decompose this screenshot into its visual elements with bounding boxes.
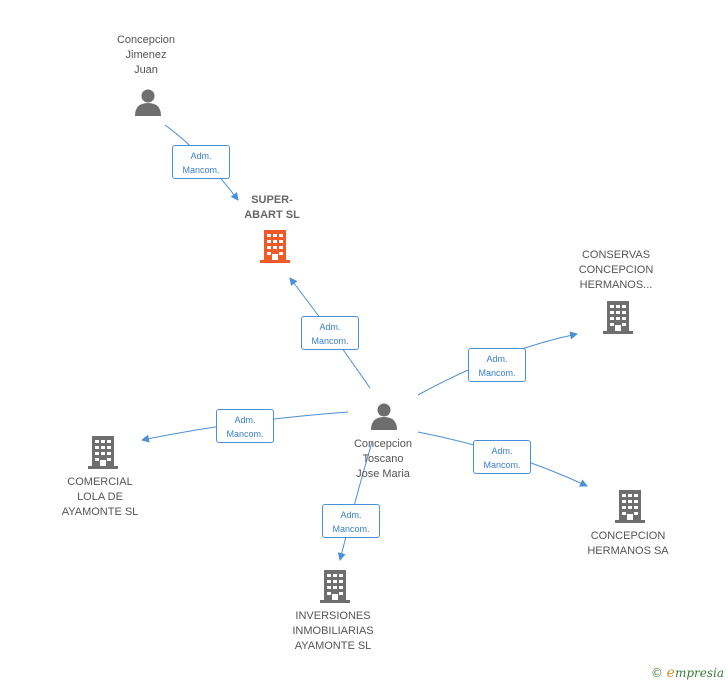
- edge-line-toscano-inversiones: [337, 441, 373, 561]
- edge-label-line2: Mancom.: [311, 336, 349, 346]
- edge-label-box[interactable]: Adm. Mancom.: [172, 145, 230, 179]
- building-icon-main[interactable]: [259, 228, 291, 264]
- edge-label-line2: Mancom.: [332, 524, 370, 534]
- building-icon[interactable]: [614, 488, 646, 524]
- building-icon[interactable]: [602, 299, 634, 335]
- node-label-inversiones[interactable]: INVERSIONES INMOBILIARIAS AYAMONTE SL: [292, 610, 374, 652]
- copyright-icon: ©: [650, 666, 663, 680]
- building-icon[interactable]: [87, 434, 119, 470]
- edge-label-line1: Adm.: [486, 354, 508, 364]
- node-label-hermanos-sa[interactable]: CONCEPCION HERMANOS SA: [587, 530, 669, 557]
- edge-label-box[interactable]: Adm. Mancom.: [322, 504, 380, 538]
- building-icon[interactable]: [319, 568, 351, 604]
- edge-label-line2: Mancom.: [483, 460, 521, 470]
- person-icon[interactable]: [134, 88, 162, 116]
- edge-label-line2: Mancom.: [478, 368, 516, 378]
- brand-logo[interactable]: © empresia: [651, 665, 724, 681]
- brand-name: mpresia: [674, 666, 724, 680]
- edge-label-box[interactable]: Adm. Mancom.: [473, 440, 531, 474]
- edge-label-line2: Mancom.: [226, 429, 264, 439]
- edge-label-box[interactable]: Adm. Mancom.: [216, 409, 274, 443]
- brand-initial: e: [666, 665, 675, 681]
- node-label-super-abart[interactable]: SUPER- ABART SL: [244, 194, 300, 221]
- edge-label-line1: Adm.: [491, 446, 513, 456]
- node-label-jimenez[interactable]: Concepcion Jimenez Juan: [116, 34, 176, 76]
- edge-label-line1: Adm.: [190, 151, 212, 161]
- node-label-comercial[interactable]: COMERCIAL LOLA DE AYAMONTE SL: [61, 476, 139, 518]
- edge-label-line1: Adm.: [319, 322, 341, 332]
- edge-label-box[interactable]: Adm. Mancom.: [301, 316, 359, 350]
- edge-label-line2: Mancom.: [182, 165, 220, 175]
- edge-label-line1: Adm.: [340, 510, 362, 520]
- node-label-conservas[interactable]: CONSERVAS CONCEPCION HERMANOS...: [578, 249, 654, 291]
- person-icon[interactable]: [370, 402, 398, 430]
- edge-label-line1: Adm.: [234, 415, 256, 425]
- node-label-toscano[interactable]: Concepcion Toscano Jose Maria: [353, 438, 413, 480]
- edge-label-box[interactable]: Adm. Mancom.: [468, 348, 526, 382]
